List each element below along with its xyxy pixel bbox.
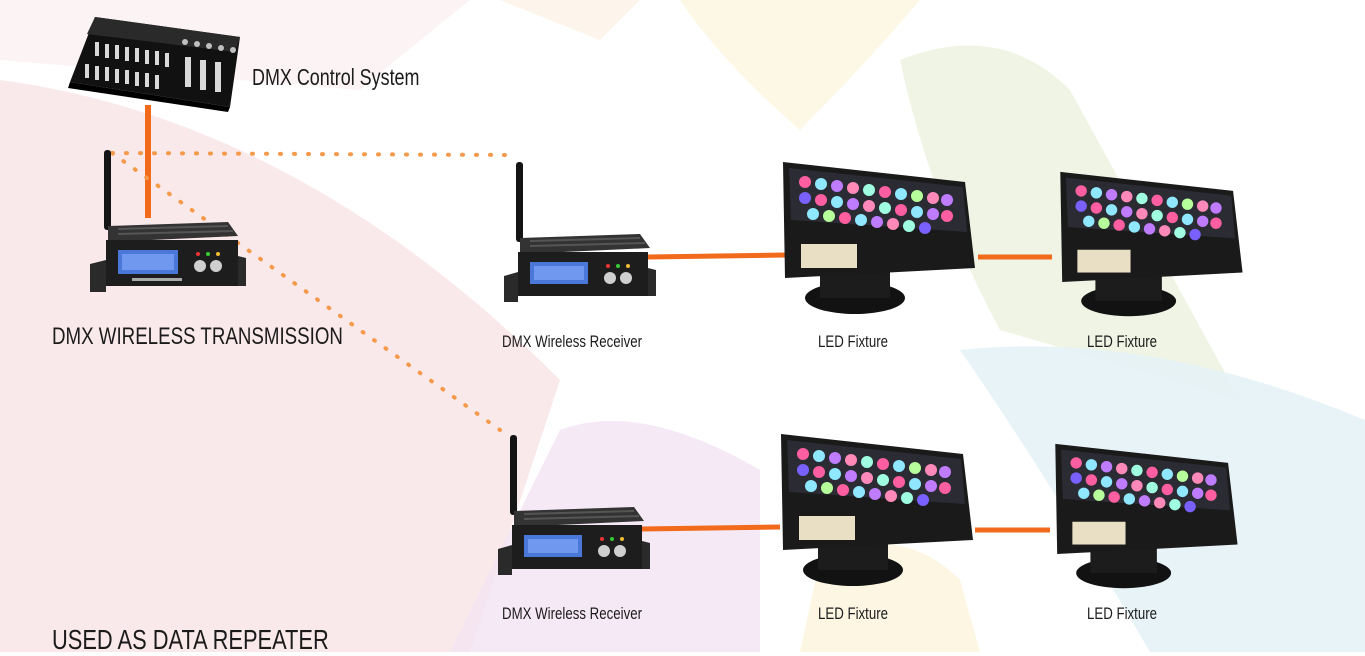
fixture-top-2-label: LED Fixture	[1086, 332, 1158, 351]
led-fixture-top-1	[775, 160, 980, 318]
wireless-link-bottom	[110, 151, 502, 432]
cable-receiver-fixture-bottom	[641, 524, 781, 532]
fixture-bottom-2-label: LED Fixture	[1086, 604, 1158, 623]
led-fixture-bottom-2	[1045, 442, 1245, 592]
dmx-console	[65, 12, 245, 112]
led-fixture-bottom-1	[773, 432, 978, 590]
receiver-bottom-label: DMX Wireless Receiver	[502, 604, 642, 623]
receiver-top-label: DMX Wireless Receiver	[502, 332, 642, 351]
wireless-transceiver-icon	[498, 435, 650, 575]
wireless-transceiver-icon	[504, 162, 656, 302]
led-wall-washer-icon	[1055, 443, 1238, 589]
wireless-transceiver-icon	[90, 150, 246, 292]
transmitter-label: DMX WIRELESS TRANSMISSION	[52, 323, 343, 350]
repeater-heading: USED AS DATA REPEATER	[52, 624, 329, 655]
led-wall-washer-icon	[783, 162, 975, 314]
cable-receiver-fixture-top	[647, 252, 787, 260]
fixture-bottom-1-label: LED Fixture	[817, 604, 889, 623]
controller-label: DMX Control System	[252, 64, 420, 90]
led-wall-washer-icon	[1060, 171, 1243, 317]
dmx-wireless-receiver-top	[500, 160, 660, 310]
wireless-link-top	[110, 151, 507, 157]
dmx-wireless-transmitter	[88, 146, 248, 300]
led-wall-washer-icon	[781, 434, 973, 586]
dmx-wireless-receiver-bottom	[494, 433, 654, 583]
fixture-top-1-label: LED Fixture	[817, 332, 889, 351]
led-fixture-top-2	[1050, 170, 1250, 320]
dmx-console-icon	[68, 17, 240, 112]
